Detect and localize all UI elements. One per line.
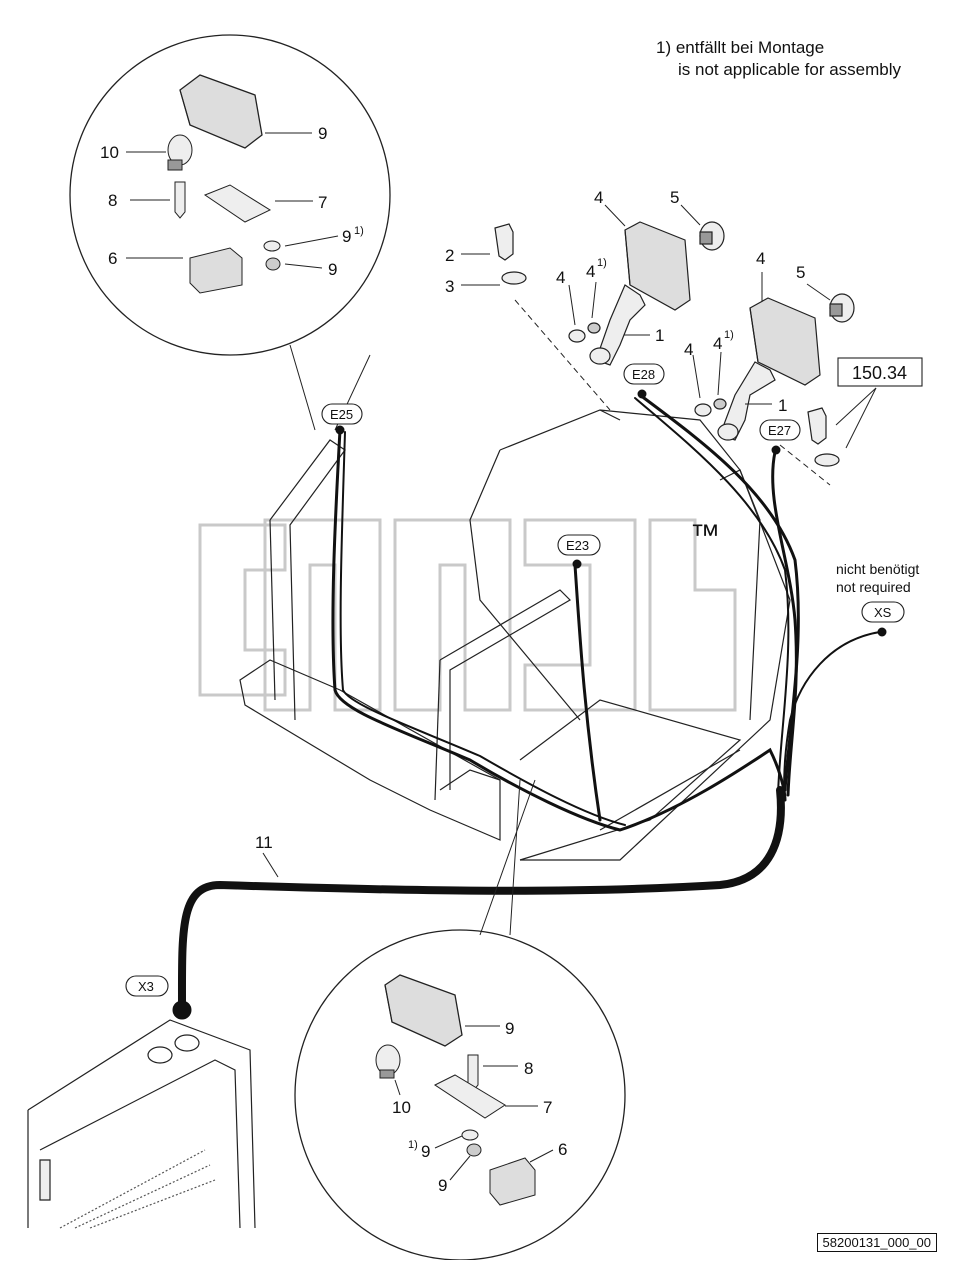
callout-3: 3	[445, 277, 454, 296]
callout-top-10: 10	[100, 143, 119, 162]
callout-bottom-10: 10	[392, 1098, 411, 1117]
callout-4-note-left: 4	[586, 262, 595, 281]
connector-e28: E28	[632, 367, 655, 382]
callout-top-6: 6	[108, 249, 117, 268]
main-leaders	[461, 204, 877, 486]
callout-bottom-note: 1)	[408, 1139, 418, 1151]
xs-note-en: not required	[836, 579, 911, 595]
callout-bottom-6: 6	[558, 1140, 567, 1159]
callout-4-note-right: 4	[713, 334, 722, 353]
document-id: 58200131_000_00	[816, 1233, 937, 1252]
assembly-note-de: 1) entfällt bei Montage	[656, 38, 825, 57]
callout-11: 11	[255, 833, 273, 852]
callout-bottom-9: 9	[505, 1019, 514, 1038]
reference-150-34: 150.34	[852, 363, 907, 383]
callout-top-7: 7	[318, 193, 327, 212]
lamp-assembly-right	[694, 293, 855, 467]
note-marker-left: 1)	[597, 257, 607, 269]
callout-bottom-9-nut: 9	[438, 1176, 447, 1195]
callout-bottom-9-washer: 9	[421, 1142, 430, 1161]
connector-tags	[125, 363, 905, 997]
machine-frame	[239, 409, 791, 861]
lamp-assembly-left	[494, 221, 725, 366]
callout-2: 2	[445, 246, 454, 265]
connector-e23: E23	[566, 538, 589, 553]
connector-xs: XS	[874, 605, 892, 620]
detail-circle-top	[69, 34, 391, 431]
xs-note-de: nicht benötigt	[836, 561, 920, 577]
callout-4-lamp-right: 4	[756, 249, 765, 268]
callout-top-9-nut: 9	[328, 260, 337, 279]
wiring-harness	[172, 389, 887, 1020]
connector-e25: E25	[330, 407, 353, 422]
detail-circle-bottom	[294, 779, 626, 1261]
callout-top-9: 9	[318, 124, 327, 143]
callout-4-washer-right: 4	[684, 340, 693, 359]
callout-top-8: 8	[108, 191, 117, 210]
connector-x3: X3	[138, 979, 154, 994]
callout-top-9-washer: 9	[342, 227, 351, 246]
watermark-logo	[198, 518, 737, 712]
callout-bottom-8: 8	[524, 1059, 533, 1078]
callout-top-note: 1)	[354, 225, 364, 237]
control-cabinet	[27, 1019, 256, 1229]
assembly-note-en: is not applicable for assembly	[678, 60, 902, 79]
callout-4-lamp-left: 4	[594, 188, 603, 207]
leader-harness	[262, 852, 279, 878]
note-marker-right: 1)	[724, 329, 734, 341]
callout-1-left: 1	[655, 326, 664, 345]
callout-5-right: 5	[796, 263, 805, 282]
callout-1-right: 1	[778, 396, 787, 415]
watermark-tm: ™	[690, 519, 720, 552]
callout-4-washer-left: 4	[556, 268, 565, 287]
reference-box	[837, 357, 923, 387]
connector-e27: E27	[768, 423, 791, 438]
callout-bottom-7: 7	[543, 1098, 552, 1117]
callout-5-left: 5	[670, 188, 679, 207]
